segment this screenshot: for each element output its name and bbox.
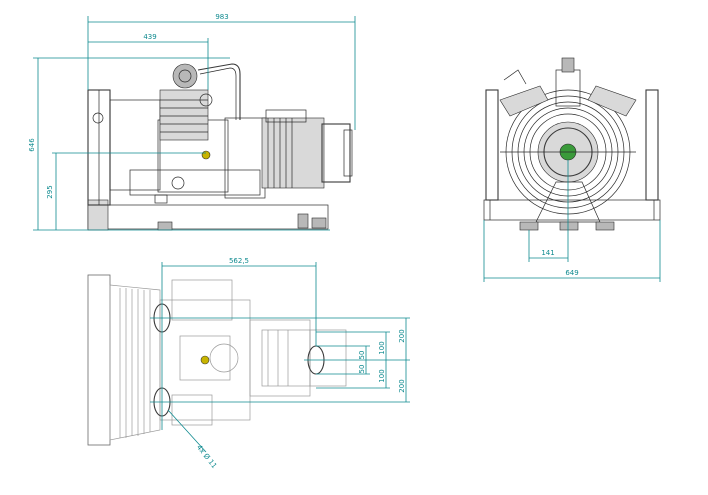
dim-overall-width: 649 bbox=[565, 269, 578, 277]
side-view: 141 649 bbox=[483, 57, 661, 282]
dim-center-height: 295 bbox=[46, 185, 54, 198]
dim-overall-height: 646 bbox=[28, 138, 36, 152]
dim-center-top: 50 bbox=[358, 351, 366, 360]
dim-inner-bottom: 100 bbox=[378, 369, 386, 382]
dim-inner-top: 100 bbox=[378, 341, 386, 354]
dim-pump-offset: 439 bbox=[143, 33, 156, 41]
dim-right-bottom: 200 bbox=[398, 379, 406, 392]
dim-right-top: 200 bbox=[398, 329, 406, 342]
dim-foot-offset: 141 bbox=[541, 249, 554, 257]
dim-foot-spacing: 562,5 bbox=[229, 257, 249, 265]
top-view: 562,5 200 200 100 100 50 50 4x Ø 11 bbox=[87, 257, 410, 470]
dim-center-bottom: 50 bbox=[358, 365, 366, 374]
front-view: 983 439 646 295 bbox=[28, 13, 356, 231]
dim-overall-length: 983 bbox=[215, 13, 228, 21]
hole-note: 4x Ø 11 bbox=[195, 443, 218, 470]
